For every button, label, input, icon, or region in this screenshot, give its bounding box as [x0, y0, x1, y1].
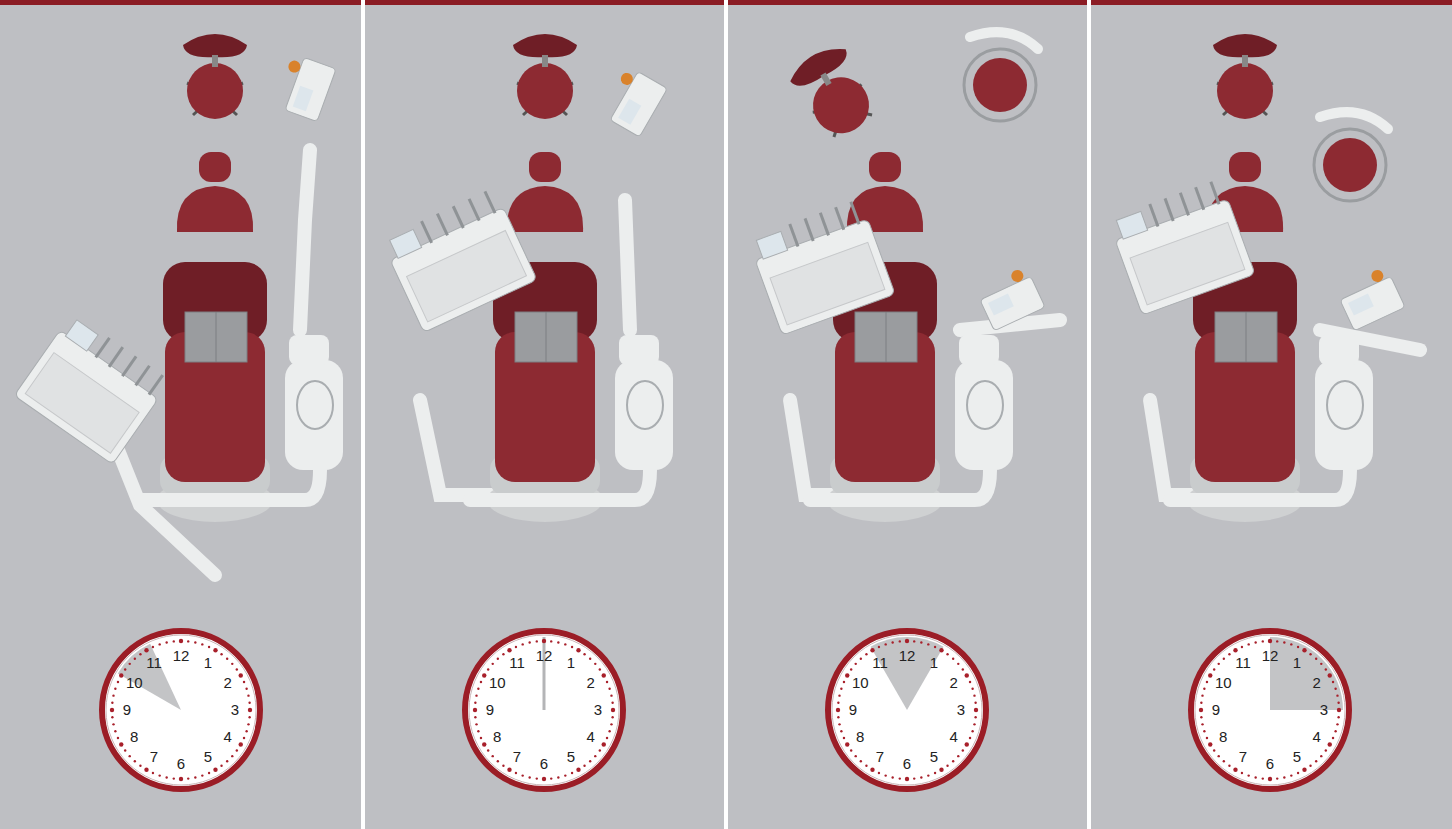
- delivery-arm: [625, 200, 630, 330]
- clock-number: 5: [1285, 748, 1309, 766]
- operator-stool: [1213, 34, 1277, 119]
- assistant-tray: [600, 66, 668, 137]
- panel-divider: [724, 0, 728, 829]
- clock-face: 121234567891011: [99, 628, 263, 792]
- clock-number: 9: [841, 701, 865, 719]
- clock-number: 3: [1312, 701, 1336, 719]
- clock-number: 6: [895, 755, 919, 773]
- clock-number: 11: [505, 654, 529, 672]
- clock-number: 12: [895, 647, 919, 665]
- clock-number: 10: [1211, 674, 1235, 692]
- clock-number: 2: [216, 674, 240, 692]
- patient-chair: [1170, 152, 1373, 522]
- patient-chair: [810, 152, 1013, 522]
- operator-stool: [183, 34, 247, 119]
- clock-number: 6: [532, 755, 556, 773]
- patient-chair: [140, 152, 343, 522]
- clock-number: 3: [949, 701, 973, 719]
- clock-number: 11: [142, 654, 166, 672]
- assistant-stool: [1314, 112, 1388, 201]
- clock-number: 9: [115, 701, 139, 719]
- working-zone: [871, 637, 944, 710]
- clock-number: 7: [1231, 748, 1255, 766]
- clock-number: 5: [922, 748, 946, 766]
- clock-number: 10: [122, 674, 146, 692]
- clock-number: 9: [478, 701, 502, 719]
- clock-number: 7: [505, 748, 529, 766]
- clock-number: 4: [1305, 728, 1329, 746]
- assistant-tray: [274, 53, 336, 121]
- assistant-tray: [1335, 265, 1405, 330]
- assistant-stool: [964, 32, 1038, 121]
- panel-divider: [361, 0, 365, 829]
- clock-face: 121234567891011: [1188, 628, 1352, 792]
- clock-number: 2: [1305, 674, 1329, 692]
- clock-number: 9: [1204, 701, 1228, 719]
- operator-stool: [513, 34, 577, 119]
- clock-number: 6: [169, 755, 193, 773]
- clock-number: 4: [216, 728, 240, 746]
- patient-chair: [470, 152, 673, 522]
- instrument-tray: [14, 312, 171, 464]
- clock-number: 1: [922, 654, 946, 672]
- delivery-arm: [300, 150, 310, 330]
- clock-number: 8: [1211, 728, 1235, 746]
- clock-number: 4: [942, 728, 966, 746]
- clock-number: 5: [559, 748, 583, 766]
- clock-number: 4: [579, 728, 603, 746]
- instrument-tray: [1107, 178, 1255, 315]
- clock-number: 12: [1258, 647, 1282, 665]
- clock-number: 8: [848, 728, 872, 746]
- panel-divider: [1087, 0, 1091, 829]
- clock-number: 11: [1231, 654, 1255, 672]
- clock-number: 3: [586, 701, 610, 719]
- clock-number: 6: [1258, 755, 1282, 773]
- instrument-tray: [747, 198, 895, 335]
- clock-number: 11: [868, 654, 892, 672]
- clock-number: 1: [1285, 654, 1309, 672]
- clock-face: 121234567891011: [462, 628, 626, 792]
- clock-number: 10: [848, 674, 872, 692]
- operator-stool: [785, 40, 883, 146]
- working-zone: [1270, 637, 1343, 710]
- clock-number: 1: [196, 654, 220, 672]
- clock-number: 2: [579, 674, 603, 692]
- clock-number: 10: [485, 674, 509, 692]
- instrument-tray: [381, 187, 537, 332]
- working-zone: [118, 644, 181, 710]
- assistant-tray: [975, 265, 1045, 330]
- clock-number: 2: [942, 674, 966, 692]
- clock-number: 5: [196, 748, 220, 766]
- clock-number: 7: [142, 748, 166, 766]
- clock-number: 12: [169, 647, 193, 665]
- clock-number: 1: [559, 654, 583, 672]
- clock-face: 121234567891011: [825, 628, 989, 792]
- clock-number: 12: [532, 647, 556, 665]
- clock-number: 8: [485, 728, 509, 746]
- clock-number: 7: [868, 748, 892, 766]
- clock-number: 8: [122, 728, 146, 746]
- clock-number: 3: [223, 701, 247, 719]
